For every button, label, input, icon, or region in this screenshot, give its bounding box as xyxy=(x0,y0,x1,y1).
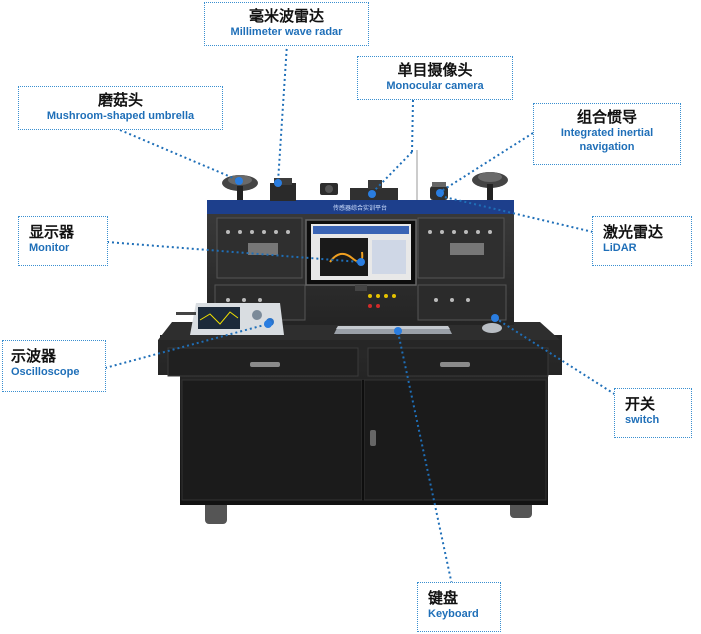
label-monitor-en: Monitor xyxy=(29,242,70,254)
mouse-device xyxy=(482,323,502,333)
label-umbrella-en: Mushroom-shaped umbrella xyxy=(46,110,195,122)
label-camera-en: Monocular camera xyxy=(386,80,484,92)
label-switch: 开关 switch xyxy=(614,388,692,438)
label-lidar-zh: 激光雷达 xyxy=(603,223,664,241)
label-keyboard: 键盘 Keyboard xyxy=(417,582,501,632)
label-oscilloscope-en: Oscilloscope xyxy=(11,366,80,378)
keyboard-device xyxy=(334,326,452,334)
label-oscilloscope-zh: 示波器 xyxy=(11,347,57,365)
radar-device xyxy=(270,178,296,201)
oscilloscope-device xyxy=(176,303,284,335)
label-ins-en: Integrated inertial navigation xyxy=(560,127,654,153)
leader-dots xyxy=(235,177,499,335)
label-monitor-zh: 显示器 xyxy=(29,223,75,241)
label-oscilloscope: 示波器 Oscilloscope xyxy=(2,340,106,392)
label-radar-en: Millimeter wave radar xyxy=(230,26,343,38)
cabinet xyxy=(158,335,562,505)
label-lidar-en: LiDAR xyxy=(603,242,637,254)
label-radar: 毫米波雷达 Millimeter wave radar xyxy=(204,2,369,46)
label-switch-en: switch xyxy=(625,414,660,426)
label-lidar: 激光雷达 LiDAR xyxy=(592,216,692,266)
leader-lines xyxy=(104,43,617,586)
camera-device xyxy=(320,183,338,195)
label-umbrella: 磨菇头 Mushroom-shaped umbrella xyxy=(18,86,223,130)
label-camera: 单目摄像头 Monocular camera xyxy=(357,56,513,100)
label-camera-zh: 单目摄像头 xyxy=(397,61,473,79)
monitor-screen xyxy=(305,219,417,291)
label-keyboard-en: Keyboard xyxy=(428,608,479,620)
label-monitor: 显示器 Monitor xyxy=(18,216,108,266)
mushroom-antennas xyxy=(222,172,508,200)
label-radar-zh: 毫米波雷达 xyxy=(248,7,324,25)
label-ins-zh: 组合惯导 xyxy=(576,108,637,126)
label-ins: 组合惯导 Integrated inertial navigation xyxy=(533,103,681,165)
label-switch-zh: 开关 xyxy=(625,395,656,413)
label-umbrella-zh: 磨菇头 xyxy=(97,91,143,109)
label-keyboard-zh: 键盘 xyxy=(428,589,459,607)
panel-title: 传感器综合实训平台 xyxy=(333,204,387,212)
